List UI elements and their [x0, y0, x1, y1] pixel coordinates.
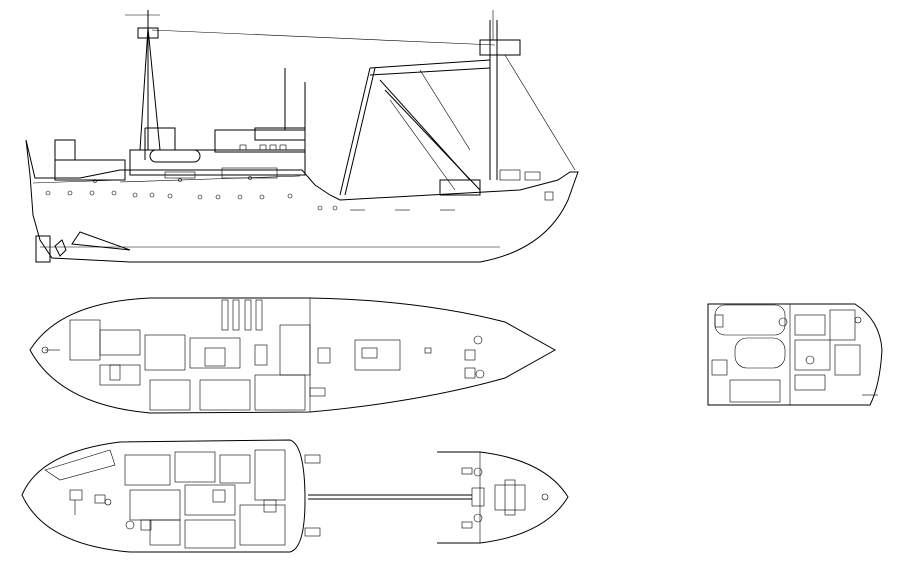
cargo-boom	[339, 59, 491, 196]
aft-cabin	[54, 139, 76, 161]
side-elevation-view	[25, 10, 579, 263]
lifeboat	[149, 149, 201, 163]
main-deck-stairs	[109, 344, 331, 397]
davit	[144, 127, 176, 160]
main-deck-fittings	[41, 335, 485, 379]
forestay	[151, 29, 496, 46]
fore-deck-gear	[499, 169, 554, 201]
lower-deck-rooms	[124, 449, 286, 549]
bridge-deck-detail-view	[707, 303, 883, 406]
main-deck-rooms	[69, 319, 401, 411]
aft-mast	[125, 10, 161, 151]
fore-lower-outline	[437, 451, 569, 544]
main-superstructure	[129, 149, 306, 176]
lower-deck-outline	[21, 439, 306, 553]
main-deck-plan-view	[29, 297, 557, 414]
fore-mast	[479, 10, 576, 180]
hull-outline	[25, 139, 579, 263]
upper-bridge	[254, 127, 306, 141]
bridge-deck-outline	[707, 303, 883, 406]
rudder	[35, 235, 51, 263]
aft-deckhouse	[54, 159, 126, 181]
windows	[164, 144, 287, 179]
propeller-shaft	[308, 494, 472, 500]
wheelhouse	[214, 129, 306, 153]
skeg	[71, 231, 131, 251]
lower-deck-fittings	[44, 449, 135, 530]
bridge-deck-fittings	[714, 314, 878, 396]
deck-line	[119, 175, 301, 183]
propeller	[54, 239, 67, 257]
lower-deck-stairs	[304, 454, 321, 537]
lower-deck-plan-view	[21, 439, 569, 553]
main-deck-outline	[29, 297, 557, 414]
portholes	[45, 176, 338, 211]
bridge-deck-rooms	[711, 304, 861, 403]
main-deck-tables	[221, 299, 263, 331]
fore-lower-machinery	[461, 467, 549, 529]
